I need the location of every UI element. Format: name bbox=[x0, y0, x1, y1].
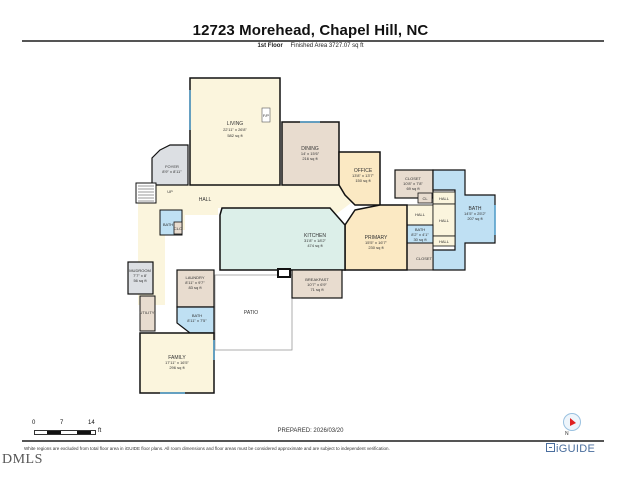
scale-bar: 0 7 14 ft bbox=[32, 420, 102, 435]
svg-text:CLO: CLO bbox=[174, 226, 182, 231]
disclaimer-text: White regions are excluded from total fl… bbox=[24, 446, 390, 451]
compass-north-label: N bbox=[565, 431, 569, 437]
svg-text:216 sq ft: 216 sq ft bbox=[302, 156, 318, 161]
svg-text:BREAKFAST: BREAKFAST bbox=[305, 277, 329, 282]
hall-main-area bbox=[138, 185, 355, 305]
svg-text:8'11" x 7'5": 8'11" x 7'5" bbox=[187, 318, 207, 323]
svg-text:31'8" x 18'2": 31'8" x 18'2" bbox=[304, 238, 327, 243]
svg-text:OFFICE: OFFICE bbox=[354, 168, 373, 174]
svg-text:DINING: DINING bbox=[301, 146, 319, 152]
svg-text:17'11" x 16'5": 17'11" x 16'5" bbox=[165, 360, 189, 365]
svg-text:MUDROOM: MUDROOM bbox=[129, 268, 151, 273]
svg-text:8'9" x 8'11": 8'9" x 8'11" bbox=[162, 169, 182, 174]
living-room bbox=[189, 77, 281, 186]
prepared-date: PREPARED: 2026/03/20 bbox=[277, 428, 344, 434]
svg-text:CLOSET: CLOSET bbox=[405, 176, 422, 181]
dining-room bbox=[281, 121, 340, 186]
svg-text:CLOSET: CLOSET bbox=[416, 256, 433, 261]
svg-text:10'8" x 7'8": 10'8" x 7'8" bbox=[403, 181, 423, 186]
svg-text:PATIO: PATIO bbox=[244, 310, 258, 316]
footer-divider bbox=[22, 440, 604, 442]
svg-text:HALL: HALL bbox=[439, 239, 450, 244]
svg-text:22'11" x 26'8": 22'11" x 26'8" bbox=[223, 127, 247, 132]
svg-text:56 sq ft: 56 sq ft bbox=[133, 278, 147, 283]
svg-text:BATH: BATH bbox=[469, 206, 482, 212]
svg-text:296 sq ft: 296 sq ft bbox=[169, 365, 185, 370]
living-fireplace bbox=[261, 107, 271, 123]
svg-text:69 sq ft: 69 sq ft bbox=[406, 186, 420, 191]
compass-icon bbox=[563, 413, 581, 431]
svg-text:30 sq ft: 30 sq ft bbox=[413, 237, 427, 242]
svg-text:71 sq ft: 71 sq ft bbox=[310, 287, 324, 292]
svg-text:10'7" x 6'9": 10'7" x 6'9" bbox=[307, 282, 327, 287]
office-room bbox=[338, 151, 381, 206]
mls-watermark: DMLS bbox=[2, 452, 43, 467]
svg-text:15'5" x 16'7": 15'5" x 16'7" bbox=[365, 240, 388, 245]
room-labels: LIVING 22'11" x 26'8" 582 sq ft DINING 1… bbox=[129, 113, 486, 370]
svg-text:83 sq ft: 83 sq ft bbox=[188, 285, 202, 290]
mudroom-room bbox=[127, 261, 154, 295]
svg-text:207 sq ft: 207 sq ft bbox=[467, 216, 483, 221]
svg-text:8'2" x 4'1": 8'2" x 4'1" bbox=[411, 232, 429, 237]
svg-text:HALL: HALL bbox=[415, 212, 426, 217]
svg-text:KITCHEN: KITCHEN bbox=[304, 233, 326, 239]
svg-text:F/P: F/P bbox=[281, 271, 288, 276]
svg-text:474 sq ft: 474 sq ft bbox=[307, 243, 323, 248]
iguide-logo-icon bbox=[546, 443, 555, 452]
svg-text:BATH: BATH bbox=[163, 222, 173, 227]
svg-text:UTILITY: UTILITY bbox=[140, 310, 155, 315]
svg-text:HALL: HALL bbox=[439, 196, 450, 201]
svg-text:150 sq ft: 150 sq ft bbox=[355, 178, 371, 183]
laundry-room bbox=[176, 269, 215, 308]
cl-closet bbox=[417, 192, 433, 204]
svg-text:FAMILY: FAMILY bbox=[168, 355, 186, 361]
family-room bbox=[139, 332, 215, 394]
svg-text:HALL: HALL bbox=[439, 218, 450, 223]
svg-text:UP: UP bbox=[167, 189, 173, 194]
floor-label: 1st Floor bbox=[257, 43, 283, 49]
finished-area: Finished Area 3727.07 sq ft bbox=[290, 43, 364, 49]
page-title: 12723 Morehead, Chapel Hill, NC bbox=[192, 22, 429, 39]
stairs bbox=[135, 182, 157, 204]
foyer-room bbox=[151, 144, 189, 186]
svg-text:BATH: BATH bbox=[192, 313, 202, 318]
breakfast-room bbox=[291, 269, 343, 299]
hall-clo bbox=[173, 221, 183, 235]
utility-room bbox=[139, 295, 156, 332]
svg-text:582 sq ft: 582 sq ft bbox=[227, 133, 243, 138]
svg-text:13'8" x 13'7": 13'8" x 13'7" bbox=[352, 173, 375, 178]
primary-bath-room bbox=[432, 169, 496, 271]
svg-text:PRIMARY: PRIMARY bbox=[365, 235, 388, 241]
svg-text:CL: CL bbox=[422, 196, 428, 201]
svg-text:14'5" x 25'2": 14'5" x 25'2" bbox=[464, 211, 487, 216]
svg-text:FOYER: FOYER bbox=[165, 164, 179, 169]
svg-text:7'7" x 8': 7'7" x 8' bbox=[133, 273, 147, 278]
svg-text:LIVING: LIVING bbox=[227, 121, 244, 127]
svg-text:14' x 15'6": 14' x 15'6" bbox=[301, 151, 320, 156]
svg-text:F/P: F/P bbox=[263, 113, 270, 118]
floor-summary: 1st Floor Finished Area 3727.07 sq ft bbox=[0, 43, 621, 49]
svg-text:HALL: HALL bbox=[199, 197, 212, 203]
patio-area bbox=[214, 274, 293, 351]
svg-text:230 sq ft: 230 sq ft bbox=[368, 245, 384, 250]
svg-text:LAUNDRY: LAUNDRY bbox=[185, 275, 204, 280]
kitchen-room bbox=[219, 207, 346, 271]
svg-text:8'11" x 9'7": 8'11" x 9'7" bbox=[185, 280, 205, 285]
svg-text:BATH: BATH bbox=[415, 227, 425, 232]
iguide-logo: iGUIDE bbox=[546, 443, 595, 455]
header-divider bbox=[22, 40, 604, 42]
